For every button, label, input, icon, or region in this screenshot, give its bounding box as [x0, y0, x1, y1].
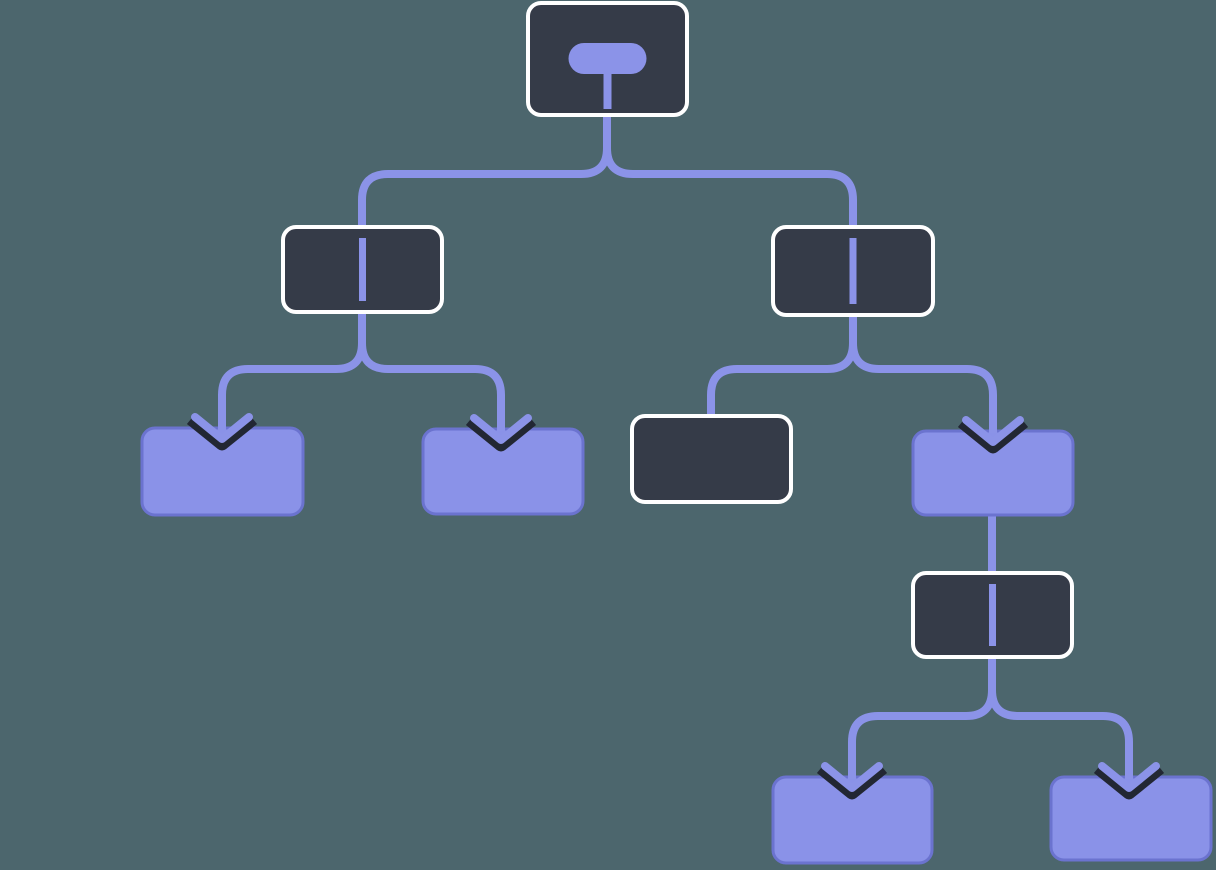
connector-edge-branch-right-to-dark-leaf [707, 315, 857, 416]
vertical-bar-placeholder [849, 238, 857, 304]
connector-edge-branch-lower-to-leaf-bottom-2 [988, 657, 1133, 783]
vertical-bar-placeholder [989, 584, 996, 646]
node-branch-left[interactable] [281, 225, 444, 314]
chevron-shadow [186, 413, 258, 451]
chevron-down-arrow-icon [1093, 743, 1165, 800]
pill-placeholder [568, 43, 647, 74]
node-root[interactable] [526, 1, 689, 117]
node-layer [140, 1, 1213, 865]
connector-edge-branch-lower-to-leaf-bottom-1 [848, 657, 996, 783]
chevron-shadow [816, 762, 888, 800]
dark-node-body[interactable] [630, 414, 793, 504]
arrow-chevron [470, 414, 532, 444]
arrow-chevron [821, 762, 883, 792]
vertical-bar-placeholder [359, 238, 366, 301]
arrow-chevron [1098, 762, 1160, 792]
connector-layer [218, 115, 1133, 783]
node-branch-lower[interactable] [911, 571, 1074, 659]
arrow-layer [186, 394, 1165, 800]
node-branch-right[interactable] [771, 225, 935, 317]
chevron-down-arrow-icon [957, 397, 1029, 454]
connector-edge-branch-left-to-leaf-top-2 [358, 312, 505, 435]
node-dark-leaf[interactable] [630, 414, 793, 504]
arrow-chevron [191, 413, 253, 443]
connector-edge-branch-right-to-leaf-top-3 [849, 315, 997, 437]
connector-edge-root-to-branch-left [358, 115, 611, 227]
chevron-shadow [465, 414, 537, 452]
chevron-down-arrow-icon [465, 395, 537, 452]
connector-edge-branch-left-to-leaf-top-1 [218, 312, 366, 434]
arrow-chevron [962, 416, 1024, 446]
chevron-shadow [1093, 762, 1165, 800]
chevron-down-arrow-icon [816, 743, 888, 800]
chevron-down-arrow-icon [186, 394, 258, 451]
connector-edge-root-to-branch-right [603, 115, 857, 227]
pill-stem [603, 71, 612, 109]
chevron-shadow [957, 416, 1029, 454]
